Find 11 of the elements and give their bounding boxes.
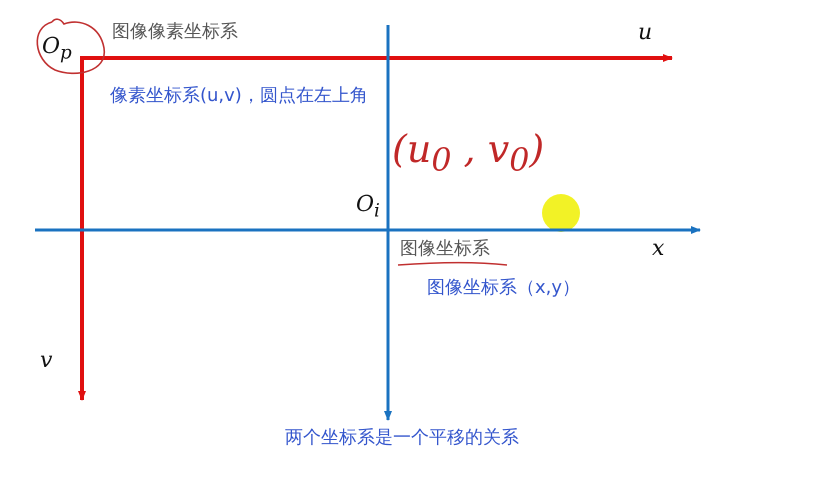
handwritten-note: (u$_{0}$ , v$_{0}$) <box>392 128 544 180</box>
axis-label: x <box>652 236 664 262</box>
axis-label: v <box>40 348 52 374</box>
axis-title: 图像坐标系 <box>400 239 490 260</box>
axis-label: u <box>638 20 652 46</box>
annotation-text: 图像坐标系（x,y） <box>427 278 580 299</box>
origin-label: O$_{p}$ <box>42 34 72 64</box>
axis-title: 图像像素坐标系 <box>112 22 238 43</box>
annotation-text: 两个坐标系是一个平移的关系 <box>285 428 519 449</box>
origin-label: O$_{i}$ <box>356 192 380 222</box>
annotation-text: 像素坐标系(u,v)，圆点在左上角 <box>110 86 368 107</box>
